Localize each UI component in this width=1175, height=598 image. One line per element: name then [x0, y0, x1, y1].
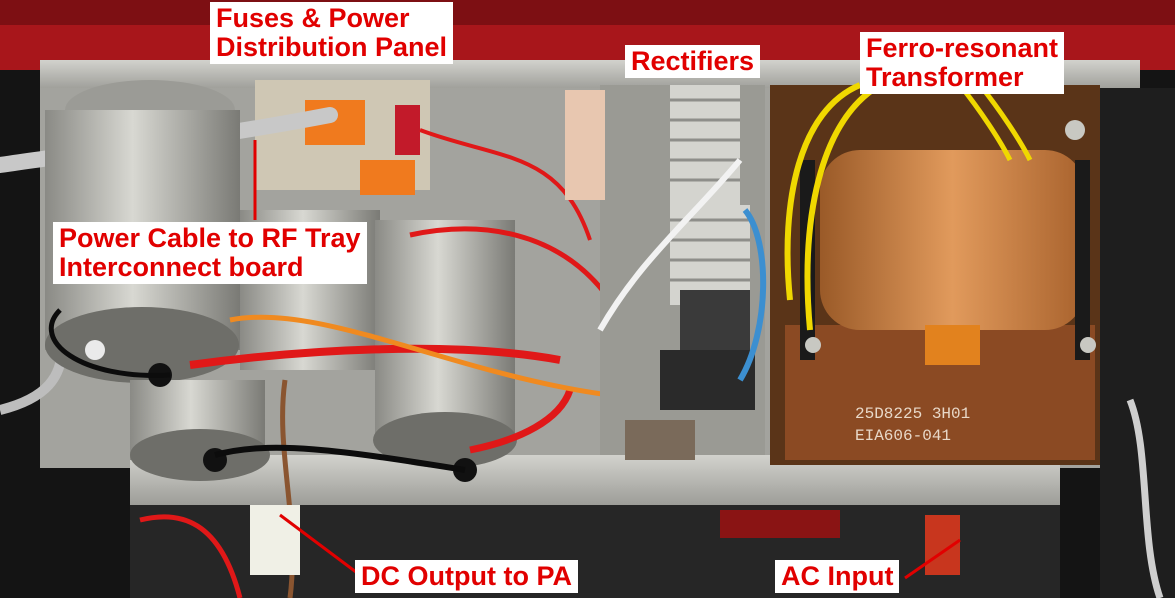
grey-cable-right	[1126, 398, 1164, 598]
red-fuse-holder	[395, 105, 420, 155]
blue-wire	[737, 208, 767, 382]
dc-output-connector	[250, 505, 300, 575]
label-fuses-line1: Fuses & Power	[216, 3, 410, 33]
red-wire-1	[189, 344, 561, 369]
label-fuses-power-distribution: Fuses & Power Distribution Panel	[210, 2, 454, 64]
label-transformer-line1: Ferro-resonant	[866, 33, 1059, 63]
rectifier-terminal-strip	[660, 350, 755, 410]
orange-wire	[229, 314, 661, 403]
bracket-foot	[625, 420, 695, 460]
transformer-marking-1: 25D8225 3H01	[855, 405, 970, 423]
heatsink-fins-top	[670, 98, 740, 182]
capacitor-2-cap	[130, 429, 270, 481]
yellow-wire-2	[804, 82, 882, 331]
red-upholstery-shade	[0, 0, 1175, 25]
red-wire-3	[419, 128, 592, 241]
transformer-coil	[820, 150, 1085, 330]
bolt-right	[1080, 337, 1096, 353]
label-power-cable-line2: Interconnect board	[59, 252, 304, 282]
black-wire	[48, 308, 171, 378]
label-transformer-line2: Transformer	[866, 62, 1024, 92]
label-ferro-resonant-transformer: Ferro-resonant Transformer	[860, 32, 1065, 94]
orange-terminal-block-2	[360, 160, 415, 195]
capacitor-1-cap	[45, 307, 239, 383]
capacitor-4	[375, 220, 515, 435]
label-fuses-line2: Distribution Panel	[216, 32, 448, 62]
transformer-tab	[925, 325, 980, 365]
label-power-cable: Power Cable to RF Tray Interconnect boar…	[53, 222, 367, 284]
red-wire-5	[139, 514, 243, 598]
bolt-left	[805, 337, 821, 353]
chassis-right-side	[1100, 88, 1175, 598]
capacitor-4-cap	[373, 412, 517, 468]
label-dc-output: DC Output to PA	[355, 560, 578, 593]
front-panel-red-strip	[720, 510, 840, 538]
rectifier-clip	[565, 90, 605, 200]
yellow-wire-1	[784, 82, 862, 301]
label-rectifiers-text: Rectifiers	[631, 46, 755, 76]
heatsink-top	[670, 85, 740, 205]
bolt-top-right	[1065, 120, 1085, 140]
capacitor-1-terminal	[85, 340, 105, 360]
ac-input-leader	[904, 538, 961, 580]
white-wire	[597, 158, 743, 332]
red-wire-4	[469, 388, 574, 454]
transformer-clamp-right	[1075, 160, 1090, 360]
label-ac-input: AC Input	[775, 560, 900, 593]
label-dc-output-text: DC Output to PA	[361, 561, 572, 591]
rectifier-device	[680, 290, 750, 350]
dc-output-leader	[279, 513, 361, 577]
black-wire-2	[214, 444, 466, 473]
transformer-marking-2: EIA606-041	[855, 427, 951, 445]
label-power-cable-line1: Power Cable to RF Tray	[59, 223, 361, 253]
heatsink-fins-bottom	[670, 218, 750, 282]
label-rectifiers: Rectifiers	[625, 45, 761, 78]
label-ac-input-text: AC Input	[781, 561, 894, 591]
red-wire-2	[409, 226, 613, 302]
